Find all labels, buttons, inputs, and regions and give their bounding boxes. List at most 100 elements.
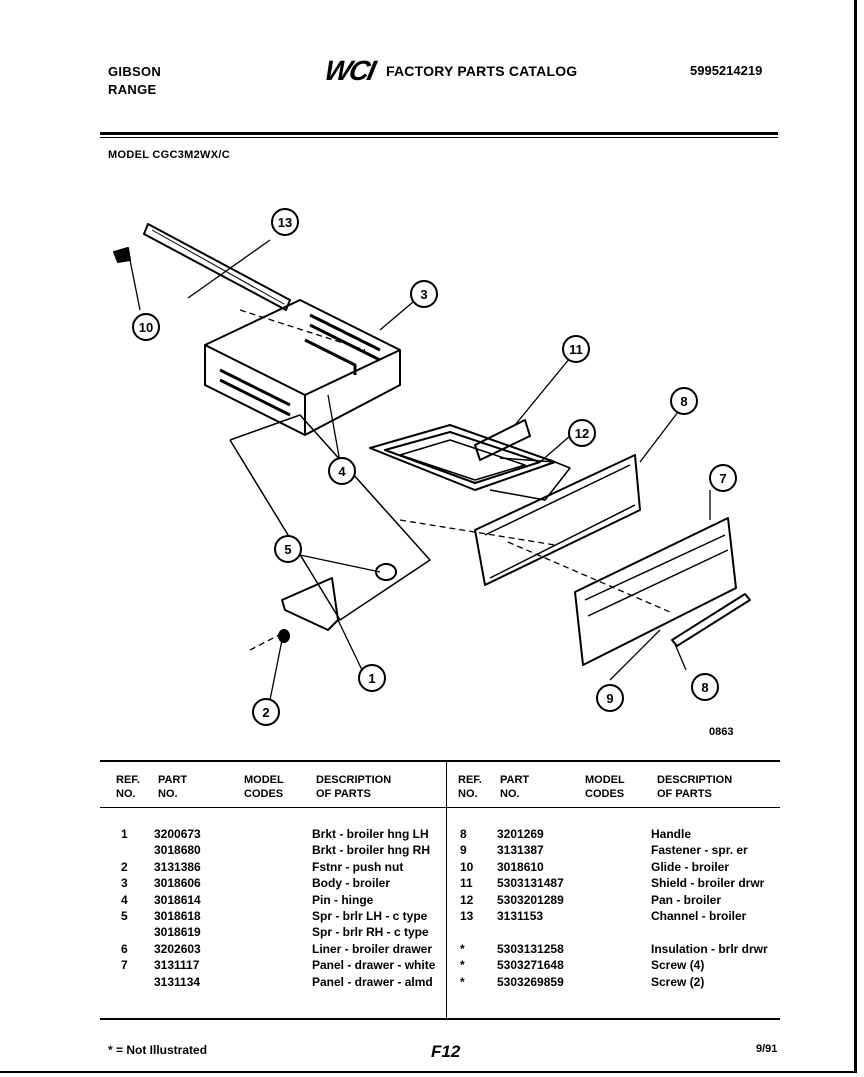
svg-text:7: 7 xyxy=(719,471,726,486)
svg-text:2: 2 xyxy=(262,705,269,720)
svg-text:3: 3 xyxy=(420,287,427,302)
callout-2: 2 xyxy=(252,698,280,726)
header-description-left: DESCRIPTION OF PARTS xyxy=(316,774,392,800)
table-row: 5 3018618 Spr - brlr LH - c type xyxy=(100,908,440,924)
description: Fastener - spr. er xyxy=(651,843,748,858)
callout-13: 13 xyxy=(271,208,299,236)
table-row: * 5303131258 Insulation - brlr drwr xyxy=(446,941,780,957)
part-no: 3131153 xyxy=(497,908,544,923)
description: Glide - broiler xyxy=(651,859,730,874)
ref-no: * xyxy=(460,941,465,956)
svg-text:8: 8 xyxy=(680,394,687,409)
part-no: 3202603 xyxy=(154,941,201,956)
part-no: 3131117 xyxy=(154,958,200,973)
brand-block: GIBSON RANGE xyxy=(108,63,161,99)
part-no: 5303271648 xyxy=(497,958,564,973)
ref-no: 6 xyxy=(121,941,128,956)
ref-no: 12 xyxy=(460,892,474,907)
part-no: 3018618 xyxy=(154,908,201,923)
description: Brkt - broiler hng RH xyxy=(312,843,431,858)
description: Panel - drawer - almd xyxy=(312,974,433,989)
svg-text:4: 4 xyxy=(338,464,346,479)
ref-no: * xyxy=(460,974,465,989)
ref-no: 4 xyxy=(121,892,128,907)
callout-1: 1 xyxy=(358,664,386,692)
brand-name: GIBSON xyxy=(108,64,162,79)
svg-text:1: 1 xyxy=(368,671,375,686)
header-part-no-left: PART NO. xyxy=(158,774,188,800)
callout-12: 12 xyxy=(568,419,596,447)
description: Body - broiler xyxy=(312,876,391,891)
description: Brkt - broiler hng LH xyxy=(312,827,429,841)
description: Panel - drawer - white xyxy=(312,958,436,973)
description: Spr - brlr LH - c type xyxy=(312,908,428,923)
drawer-panel xyxy=(574,517,737,666)
part-no: 5303131258 xyxy=(497,941,564,956)
ref-no: 13 xyxy=(460,908,474,923)
header-ref-no-right: REF. NO. xyxy=(458,774,482,800)
callout-4: 4 xyxy=(328,457,356,485)
broiler-body xyxy=(204,299,401,436)
callout-9: 9 xyxy=(596,684,624,712)
broiler-shield xyxy=(474,419,531,461)
part-no: 3201269 xyxy=(497,827,544,841)
spring-part xyxy=(375,563,397,581)
channel-broiler xyxy=(143,223,291,311)
product-type: RANGE xyxy=(108,82,157,97)
part-no: 3018614 xyxy=(154,892,201,907)
part-no: 5303131487 xyxy=(497,876,564,891)
svg-text:8: 8 xyxy=(701,680,708,695)
hinge-bracket xyxy=(281,577,339,631)
drawer-handle xyxy=(671,593,751,647)
svg-text:13: 13 xyxy=(278,215,292,230)
callout-6: 8 xyxy=(670,387,698,415)
catalog-number: 5995214219 xyxy=(690,63,763,78)
description: Insulation - brlr drwr xyxy=(651,941,768,956)
header-rule xyxy=(100,132,778,135)
part-no: 3131386 xyxy=(154,859,201,874)
table-row: 7 3131117 Panel - drawer - white xyxy=(100,957,440,973)
table-row: 3131134 Panel - drawer - almd xyxy=(100,974,440,990)
not-illustrated-note: * = Not Illustrated xyxy=(108,1043,208,1057)
callout-8: 8 xyxy=(691,673,719,701)
description: Screw (4) xyxy=(651,958,705,973)
ref-no: 11 xyxy=(460,876,473,891)
ref-no: 7 xyxy=(121,958,128,973)
ref-no: 9 xyxy=(460,843,467,858)
description: Handle xyxy=(651,827,692,841)
table-row xyxy=(446,924,780,940)
print-date: 9/91 xyxy=(756,1043,778,1055)
callout-3: 3 xyxy=(410,280,438,308)
ref-no: 1 xyxy=(121,827,128,841)
figure-number: 0863 xyxy=(709,726,734,738)
description: Screw (2) xyxy=(651,974,705,989)
part-no: 3131134 xyxy=(154,974,201,989)
part-no: 3018606 xyxy=(154,876,201,891)
svg-text:10: 10 xyxy=(139,320,153,335)
description: Channel - broiler xyxy=(651,908,747,923)
header-description-right: DESCRIPTION OF PARTS xyxy=(657,774,733,800)
table-row: 11 5303131487 Shield - broiler drwr xyxy=(446,875,780,891)
exploded-parts-diagram: 13 3 10 11 8 12 4 7 5 1 9 8 2 xyxy=(113,208,751,726)
table-header-rule xyxy=(100,807,780,808)
callout-7: 7 xyxy=(709,464,737,492)
svg-text:5: 5 xyxy=(284,542,291,557)
part-no: 5303201289 xyxy=(497,892,564,907)
description: Shield - broiler drwr xyxy=(651,876,765,891)
part-no: 3018619 xyxy=(154,925,201,940)
header-model-codes-left: MODEL CODES xyxy=(244,774,284,800)
part-no: 3131387 xyxy=(497,843,544,858)
ref-no: 5 xyxy=(121,908,128,923)
model-number: MODEL CGC3M2WX/C xyxy=(108,149,230,161)
